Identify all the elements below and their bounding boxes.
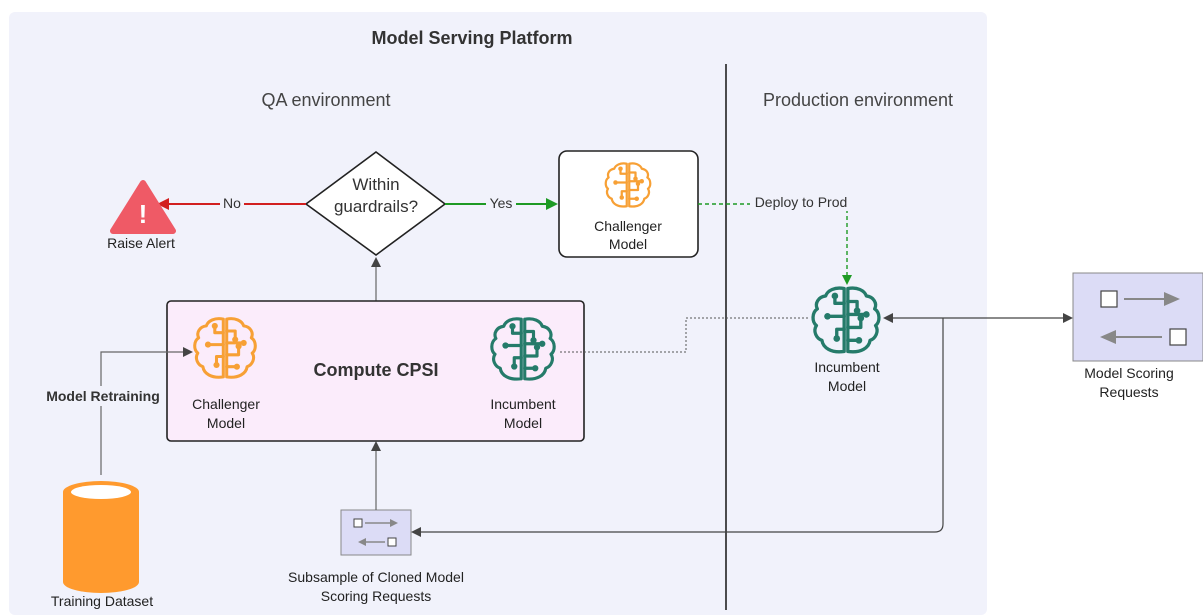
retraining-label: Model Retraining [46,388,160,404]
subsample-requests-box [340,509,412,556]
clone-requests-arrow [411,318,944,537]
subsample-line1: Subsample of Cloned Model [288,569,464,585]
database-cylinder-icon [63,481,139,593]
no-label-bg [220,196,244,212]
production-environment-label: Production environment [763,90,953,110]
deploy-label-bg [750,194,850,211]
guardrails-decision [304,151,447,256]
training-dataset-label: Training Dataset [51,593,153,609]
no-label: No [223,195,241,211]
compute-incumbent-line1: Incumbent [490,396,555,412]
incumbent-sync-link [560,317,810,353]
compute-challenger-line1: Challenger [192,396,260,412]
retraining-arrow [100,347,193,475]
compute-incumbent-line2: Model [504,415,542,431]
decision-line2: guardrails? [334,197,418,216]
alert-glyph: ! [139,199,148,229]
compute-challenger-line2: Model [207,415,245,431]
scoring-requests-line1: Model Scoring [1084,365,1174,381]
prod-incumbent-line2: Model [828,378,866,394]
challenger-top-line2: Model [609,236,647,252]
yes-label-bg [486,195,516,212]
model-scoring-requests-box [1072,272,1203,362]
compute-cpsi-title: Compute CPSI [313,360,438,380]
retraining-label-bg [38,386,166,406]
platform-title: Model Serving Platform [371,28,572,48]
prod-incumbent-line1: Incumbent [814,359,879,375]
decision-line1: Within [352,175,399,194]
raise-alert-label: Raise Alert [107,235,175,251]
subsample-request-response-icon [353,518,398,547]
request-response-icon [1100,290,1187,346]
subsample-line2: Scoring Requests [321,588,432,604]
yes-label: Yes [490,195,513,211]
scoring-requests-line2: Requests [1099,384,1158,400]
qa-environment-label: QA environment [261,90,390,110]
warning-triangle-icon: ! [110,180,176,234]
challenger-top-line1: Challenger [594,218,662,234]
deploy-label: Deploy to Prod [755,194,848,210]
